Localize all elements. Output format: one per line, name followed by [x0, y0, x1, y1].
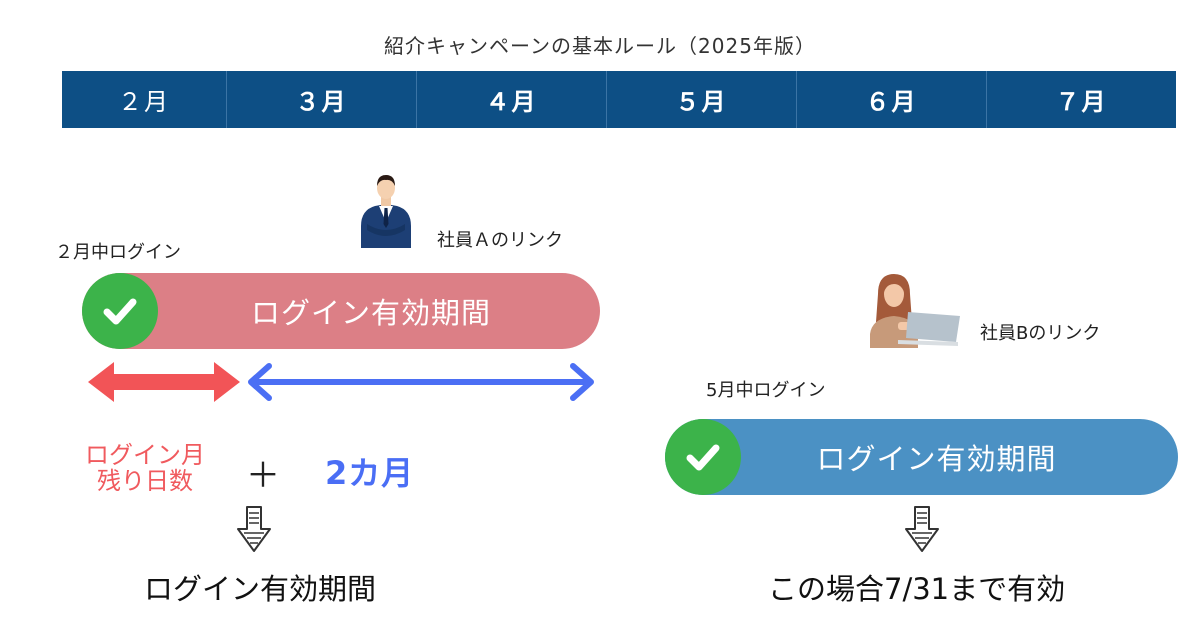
employee-b-login-label: 5月中ログイン	[706, 380, 826, 401]
double-arrow-icon	[245, 362, 597, 406]
month-cell: ４月	[417, 71, 607, 128]
employee-b-result: この場合7/31まで有効	[768, 572, 1066, 606]
woman-laptop-icon	[868, 272, 964, 348]
month-timeline: ２月 ３月 ４月 ５月 ６月 ７月	[62, 71, 1176, 128]
extra-months-label: 2カ月	[325, 454, 415, 492]
double-arrow-icon	[88, 360, 240, 408]
employee-b-validity-bar: ログイン有効期間	[665, 419, 1178, 495]
validity-bar-label: ログイン有効期間	[250, 296, 491, 330]
check-icon	[665, 419, 741, 495]
check-icon	[82, 273, 158, 349]
month-cell: ７月	[1055, 88, 1108, 116]
down-arrow-icon	[904, 505, 940, 557]
employee-a-login-label: ２月中ログイン	[55, 242, 181, 263]
employee-a-validity-bar: ログイン有効期間	[82, 273, 600, 349]
plus-sign: ＋	[246, 456, 280, 496]
month-cell: ５月	[607, 71, 797, 128]
month-cell: ３月	[227, 71, 417, 128]
down-arrow-icon	[236, 505, 272, 557]
validity-bar-label: ログイン有効期間	[816, 442, 1057, 476]
employee-b-link-label: 社員Bのリンク	[980, 323, 1101, 344]
page-title: 紹介キャンペーンの基本ルール（2025年版）	[384, 34, 816, 58]
month-cell: ２月	[62, 71, 227, 128]
remaining-days-label: ログイン月 残り日数	[85, 441, 205, 495]
month-cell: ６月	[797, 71, 987, 128]
businessman-icon	[355, 172, 417, 248]
employee-a-link-label: 社員Ａのリンク	[437, 230, 563, 251]
employee-a-result: ログイン有効期間	[144, 572, 377, 606]
